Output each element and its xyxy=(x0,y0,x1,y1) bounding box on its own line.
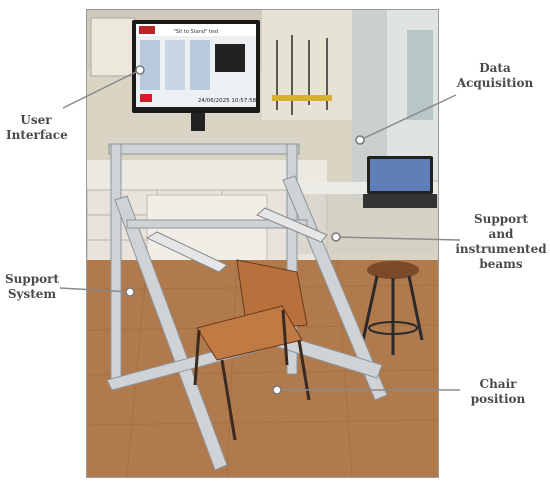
label-line: Acquisition xyxy=(456,76,534,90)
label-line: position xyxy=(470,392,526,406)
monitor-title: "Sit to Stand" test xyxy=(173,29,218,35)
label-line: instrumented xyxy=(455,242,547,256)
label-support-beams: Support and instrumented beams xyxy=(455,212,547,272)
leader-support-beams xyxy=(335,236,461,241)
marker-support-beams xyxy=(331,232,341,242)
leader-data-acquisition xyxy=(359,94,457,141)
marker-chair-position xyxy=(272,385,282,395)
leader-support-system xyxy=(59,287,131,293)
label-line: and xyxy=(488,227,514,241)
monitor-timestamp: 24/06/2025 10:57:58 xyxy=(198,98,257,104)
label-line: Chair xyxy=(479,377,517,391)
label-line: Support xyxy=(4,272,60,286)
leader-user-interface xyxy=(62,69,141,109)
photo-illustration: "Sit to Stand" test 24/06/2025 10:57:58 xyxy=(87,10,438,477)
lab-photo: "Sit to Stand" test 24/06/2025 10:57:58 xyxy=(86,9,439,478)
label-data-acquisition: Data Acquisition xyxy=(445,61,545,91)
label-line: Data xyxy=(479,61,511,75)
marker-user-interface xyxy=(135,65,145,75)
label-chair-position: Chair position xyxy=(458,377,538,407)
label-user-interface: User Interface xyxy=(6,113,68,143)
label-line: beams xyxy=(479,257,523,271)
label-support-system: Support System xyxy=(2,272,62,302)
marker-data-acquisition xyxy=(355,135,365,145)
marker-support-system xyxy=(125,287,135,297)
label-line: Interface xyxy=(6,128,68,142)
label-line: User xyxy=(20,113,52,127)
label-line: Support xyxy=(473,212,529,226)
label-line: System xyxy=(7,287,57,301)
